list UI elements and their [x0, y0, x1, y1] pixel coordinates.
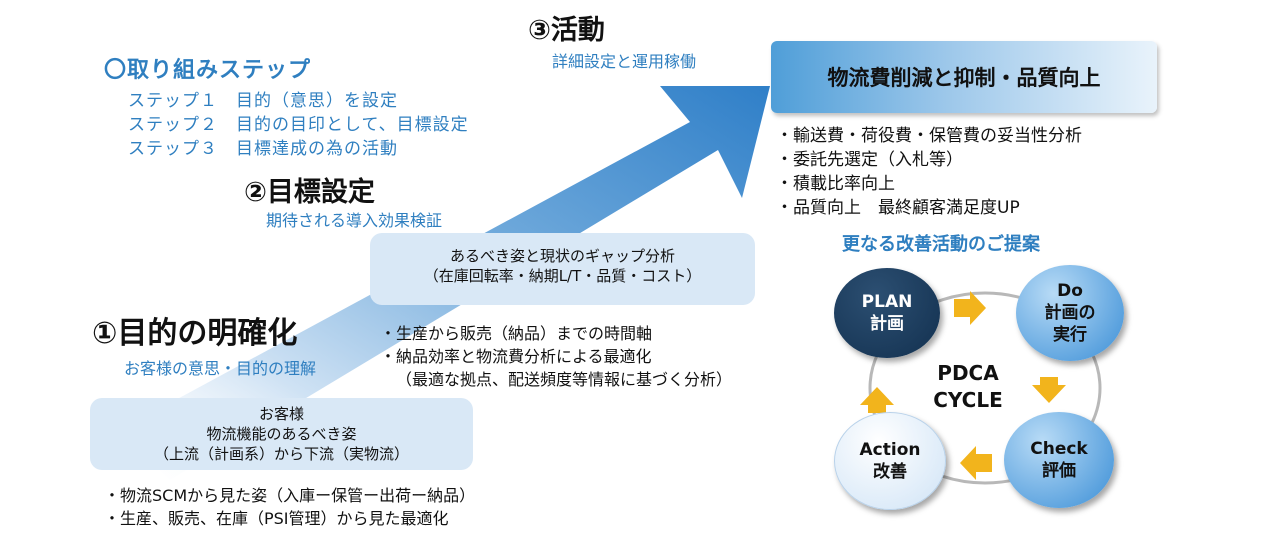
middle-bullet-2: ・納品効率と物流費分析による最適化 [380, 347, 652, 366]
bottom-bullet-2: ・生産、販売、在庫（PSI管理）から見た最適化 [104, 509, 449, 528]
pdca-plan-circle: PLAN 計画 [834, 268, 940, 358]
stage2-title: ②目標設定 [244, 177, 375, 208]
stage3-subtitle: 詳細設定と運用稼働 [552, 52, 697, 71]
customer-box-line2: 物流機能のあるべき姿 [206, 425, 357, 443]
do-en: Do [1057, 281, 1083, 301]
customer-box-line1: お客様 [258, 405, 304, 423]
pdca-center-line1: PDCA [937, 361, 999, 385]
middle-bullets: ・生産から販売（納品）までの時間軸 ・納品効率と物流費分析による最適化 （最適な… [380, 322, 732, 391]
check-en: Check [1030, 439, 1088, 459]
do-ja2: 実行 [1053, 325, 1087, 345]
arrow-up-icon [860, 387, 894, 413]
goal-bullet-4: ・品質向上 最終顧客満足度UP [776, 198, 1020, 218]
arrow-down-icon [1032, 377, 1066, 403]
arrow-left-icon [960, 446, 992, 480]
pdca-ring [860, 291, 1102, 485]
customer-box: お客様 物流機能のあるべき姿 （上流（計画系）から下流（実物流） [90, 398, 473, 470]
do-ja1: 計画の [1044, 303, 1096, 323]
step-1: ステップ１ 目的（意思）を設定 [128, 91, 398, 111]
middle-bullet-1: ・生産から販売（納品）までの時間軸 [380, 324, 653, 343]
plan-en: PLAN [861, 292, 913, 312]
goal-bullet-3: ・積載比率向上 [776, 174, 895, 194]
stage1-subtitle: お客様の意思・目的の理解 [124, 359, 317, 378]
stage2-subtitle: 期待される導入効果検証 [266, 211, 443, 230]
step-2: ステップ２ 目的の目印として、目標設定 [128, 115, 469, 135]
gap-box-line1: あるべき姿と現状のギャップ分析 [449, 247, 675, 265]
pdca-center-line2: CYCLE [933, 388, 1003, 412]
proposal-title: 更なる改善活動のご提案 [842, 234, 1040, 255]
pdca-center-label: PDCA CYCLE [928, 360, 1008, 414]
bottom-bullet-1: ・物流SCMから見た姿（入庫ー保管ー出荷ー納品） [104, 486, 476, 505]
goal-bullet-2: ・委託先選定（入札等） [776, 150, 963, 170]
bottom-bullets: ・物流SCMから見た姿（入庫ー保管ー出荷ー納品） ・生産、販売、在庫（PSI管理… [104, 484, 475, 530]
goal-box: 物流費削減と抑制・品質向上 [771, 41, 1157, 113]
pdca-check-circle: Check 評価 [1004, 412, 1114, 508]
gap-analysis-box: あるべき姿と現状のギャップ分析 （在庫回転率・納期L/T・品質・コスト） [370, 233, 755, 305]
step-3: ステップ３ 目標達成の為の活動 [128, 139, 398, 159]
customer-box-line3: （上流（計画系）から下流（実物流） [153, 445, 409, 463]
action-en: Action [859, 440, 921, 460]
gap-box-line2: （在庫回転率・納期L/T・品質・コスト） [423, 267, 702, 285]
pdca-action-circle: Action 改善 [834, 412, 946, 510]
pdca-do-circle: Do 計画の 実行 [1016, 265, 1124, 361]
pdca-ring-line [868, 291, 1102, 485]
arrow-right-icon [954, 291, 986, 325]
middle-bullet-3: （最適な拠点、配送頻度等情報に基づく分析） [396, 370, 733, 389]
goal-bullet-1: ・輸送費・荷役費・保管費の妥当性分析 [776, 126, 1082, 146]
stage3-title: ③活動 [528, 15, 605, 46]
steps-title: 〇取り組みステップ [104, 58, 312, 83]
action-ja: 改善 [872, 462, 907, 482]
goal-bullets: ・輸送費・荷役費・保管費の妥当性分析 ・委託先選定（入札等） ・積載比率向上 ・… [776, 124, 1082, 220]
plan-ja: 計画 [870, 314, 904, 334]
stage1-title: ①目的の明確化 [92, 316, 298, 351]
check-ja: 評価 [1042, 461, 1076, 481]
